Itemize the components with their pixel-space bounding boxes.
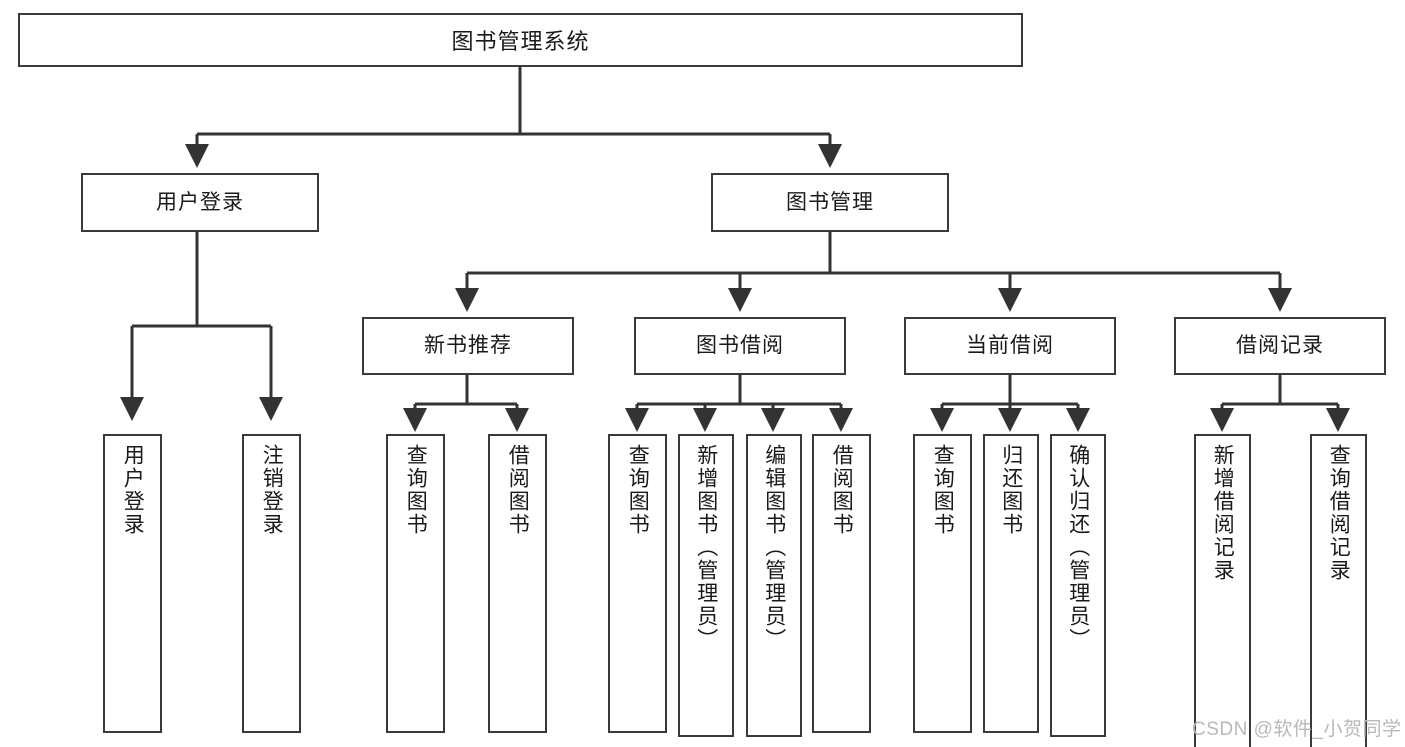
leaf-user-login[interactable]: 用户登录 xyxy=(103,434,162,733)
leaf-borrow-book-1[interactable]: 借阅图书 xyxy=(488,434,547,733)
leaf-borrow-book-1-label: 借阅图书 xyxy=(506,444,530,536)
leaf-confirm-return[interactable]: 确认归还（管理员） xyxy=(1050,434,1106,737)
leaf-add-record-label: 新增借阅记录 xyxy=(1211,444,1235,582)
leaf-edit-book[interactable]: 编辑图书（管理员） xyxy=(746,434,802,737)
leaf-return-book-label: 归还图书 xyxy=(999,444,1023,536)
node-book-borrow[interactable]: 图书借阅 xyxy=(634,317,846,375)
leaf-query-record-label: 查询借阅记录 xyxy=(1327,444,1351,582)
leaf-query-record[interactable]: 查询借阅记录 xyxy=(1310,434,1367,747)
node-new-book-recommend-label: 新书推荐 xyxy=(424,334,512,358)
leaf-add-book-label: 新增图书（管理员） xyxy=(694,444,718,651)
leaf-return-book[interactable]: 归还图书 xyxy=(983,434,1039,733)
leaf-borrow-book-2-label: 借阅图书 xyxy=(830,444,854,536)
node-book-management-label: 图书管理 xyxy=(786,190,874,214)
leaf-logout[interactable]: 注销登录 xyxy=(242,434,301,733)
node-root-label: 图书管理系统 xyxy=(451,29,590,54)
leaf-add-book[interactable]: 新增图书（管理员） xyxy=(678,434,734,737)
leaf-borrow-book-2[interactable]: 借阅图书 xyxy=(812,434,871,733)
leaf-edit-book-label: 编辑图书（管理员） xyxy=(762,444,786,651)
node-root[interactable]: 图书管理系统 xyxy=(18,13,1023,67)
node-book-borrow-label: 图书借阅 xyxy=(696,334,784,358)
leaf-confirm-return-label: 确认归还（管理员） xyxy=(1066,444,1090,651)
leaf-query-book-1[interactable]: 查询图书 xyxy=(386,434,445,733)
leaf-query-book-1-label: 查询图书 xyxy=(404,444,428,536)
node-new-book-recommend[interactable]: 新书推荐 xyxy=(362,317,574,375)
csdn-watermark: CSDN @软件_小贺同学 xyxy=(1192,719,1402,740)
leaf-query-book-3[interactable]: 查询图书 xyxy=(913,434,972,733)
leaf-query-book-3-label: 查询图书 xyxy=(931,444,955,536)
node-current-borrow[interactable]: 当前借阅 xyxy=(904,317,1116,375)
leaf-logout-label: 注销登录 xyxy=(260,444,284,536)
node-borrow-record[interactable]: 借阅记录 xyxy=(1174,317,1386,375)
leaf-user-login-label: 用户登录 xyxy=(121,444,145,536)
leaf-add-record[interactable]: 新增借阅记录 xyxy=(1194,434,1251,747)
leaf-query-book-2[interactable]: 查询图书 xyxy=(608,434,667,733)
node-user-login-label: 用户登录 xyxy=(156,190,244,214)
node-user-login[interactable]: 用户登录 xyxy=(81,173,319,232)
node-borrow-record-label: 借阅记录 xyxy=(1236,334,1324,358)
node-book-management[interactable]: 图书管理 xyxy=(711,173,949,232)
node-current-borrow-label: 当前借阅 xyxy=(966,334,1054,358)
leaf-query-book-2-label: 查询图书 xyxy=(626,444,650,536)
